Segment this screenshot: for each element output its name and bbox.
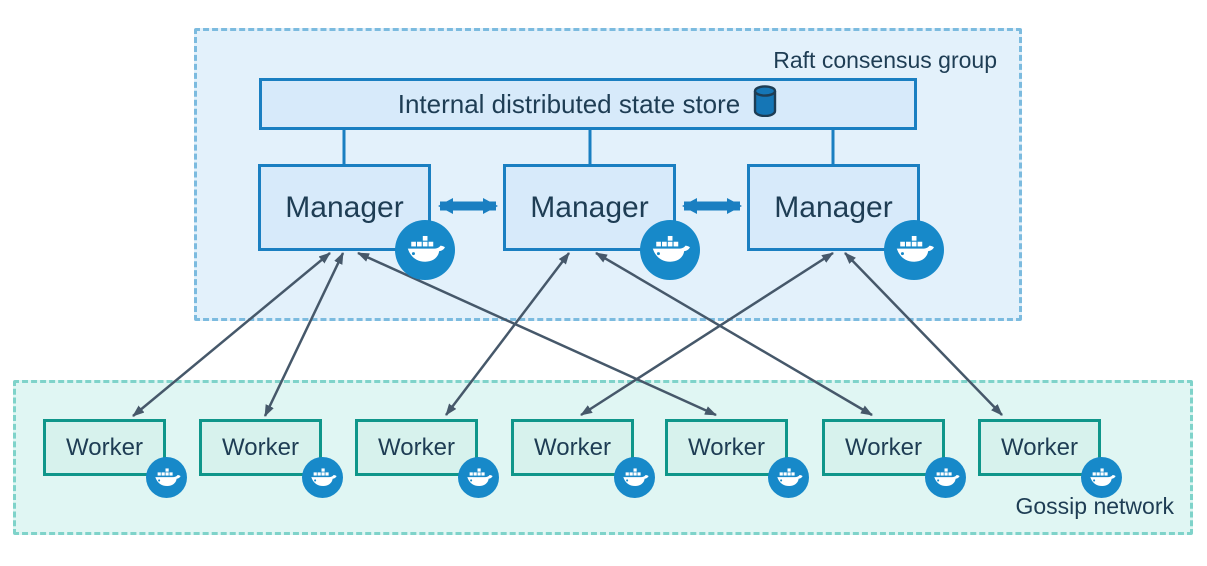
worker-7-label: Worker [1001,433,1078,461]
docker-whale-icon [146,457,187,498]
docker-whale-icon [884,220,944,280]
docker-whale-icon [395,220,455,280]
docker-whale-icon [768,457,809,498]
docker-whale-icon [925,457,966,498]
docker-whale-icon [458,457,499,498]
docker-whale-icon [640,220,700,280]
manager-3-label: Manager [774,190,893,224]
gossip-network-label: Gossip network [1015,493,1174,519]
state-store-label: Internal distributed state store [397,88,741,119]
docker-whale-icon [1081,457,1122,498]
manager-2-label: Manager [530,190,649,224]
raft-consensus-group-label: Raft consensus group [773,47,997,73]
worker-node-1: Worker [43,419,166,476]
worker-node-5: Worker [665,419,788,476]
worker-5-label: Worker [688,433,765,461]
worker-6-label: Worker [845,433,922,461]
worker-1-label: Worker [66,433,143,461]
database-cylinder-icon [752,84,778,124]
worker-node-2: Worker [199,419,322,476]
worker-node-4: Worker [511,419,634,476]
docker-whale-icon [302,457,343,498]
worker-2-label: Worker [222,433,299,461]
docker-whale-icon [614,457,655,498]
worker-node-7: Worker [978,419,1101,476]
state-store-node: Internal distributed state store [259,78,917,130]
worker-4-label: Worker [534,433,611,461]
worker-3-label: Worker [378,433,455,461]
worker-node-3: Worker [355,419,478,476]
worker-node-6: Worker [822,419,945,476]
manager-1-label: Manager [285,190,404,224]
